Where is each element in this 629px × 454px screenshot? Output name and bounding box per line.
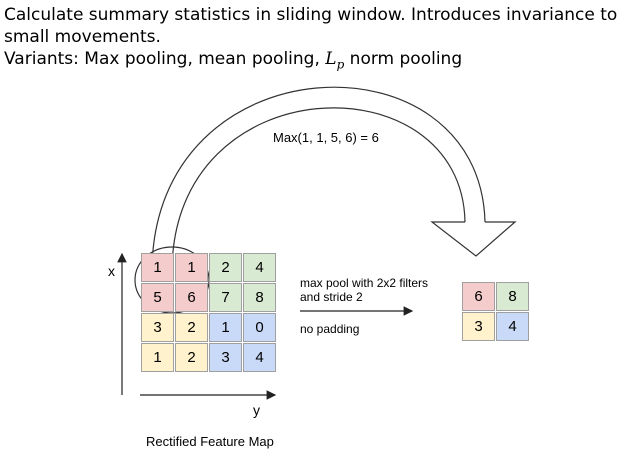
operation-label-line-2: and stride 2 — [300, 290, 363, 304]
padding-label: no padding — [300, 322, 360, 336]
input-cell: 8 — [243, 283, 276, 312]
input-cell: 3 — [141, 313, 174, 342]
curved-arrow-head — [430, 221, 517, 257]
output-cell: 8 — [496, 282, 529, 311]
lp-subscript: p — [336, 57, 345, 72]
input-cell: 1 — [175, 253, 208, 282]
curved-arrow-outer — [151, 86, 486, 273]
input-cell: 5 — [141, 283, 174, 312]
operation-label: max pool with 2x2 filters and stride 2 — [300, 276, 428, 304]
input-cell: 0 — [243, 313, 276, 342]
input-cell: 4 — [243, 343, 276, 372]
input-cell: 6 — [175, 283, 208, 312]
intro-line-1: Calculate summary statistics in sliding … — [4, 5, 618, 25]
input-cell: 2 — [209, 253, 242, 282]
input-cell: 1 — [209, 313, 242, 342]
max-formula-label: Max(1, 1, 5, 6) = 6 — [273, 130, 379, 145]
intro-text: Calculate summary statistics in sliding … — [4, 4, 626, 75]
feature-map-caption: Rectified Feature Map — [146, 434, 274, 449]
output-cell: 3 — [462, 312, 495, 341]
axis-y-label: y — [253, 402, 260, 418]
input-cell: 1 — [141, 253, 174, 282]
intro-line-2: small movements. — [4, 27, 161, 47]
input-cell: 2 — [175, 343, 208, 372]
operation-label-line-1: max pool with 2x2 filters — [300, 276, 429, 290]
input-cell: 1 — [141, 343, 174, 372]
variants-prefix: Variants: Max pooling, mean pooling, — [4, 49, 326, 69]
variants-suffix: norm pooling — [344, 49, 463, 69]
axis-x-label: x — [108, 263, 115, 279]
output-cell: 4 — [496, 312, 529, 341]
input-cell: 3 — [209, 343, 242, 372]
output-cell: 6 — [462, 282, 495, 311]
lp-base: L — [325, 49, 337, 69]
input-cell: 4 — [243, 253, 276, 282]
input-cell: 2 — [175, 313, 208, 342]
lp-symbol: Lp — [325, 49, 345, 72]
input-cell: 7 — [209, 283, 242, 312]
curved-arrow-inner — [171, 107, 466, 273]
intro-line-3: Variants: Max pooling, mean pooling, Lp … — [4, 48, 626, 75]
